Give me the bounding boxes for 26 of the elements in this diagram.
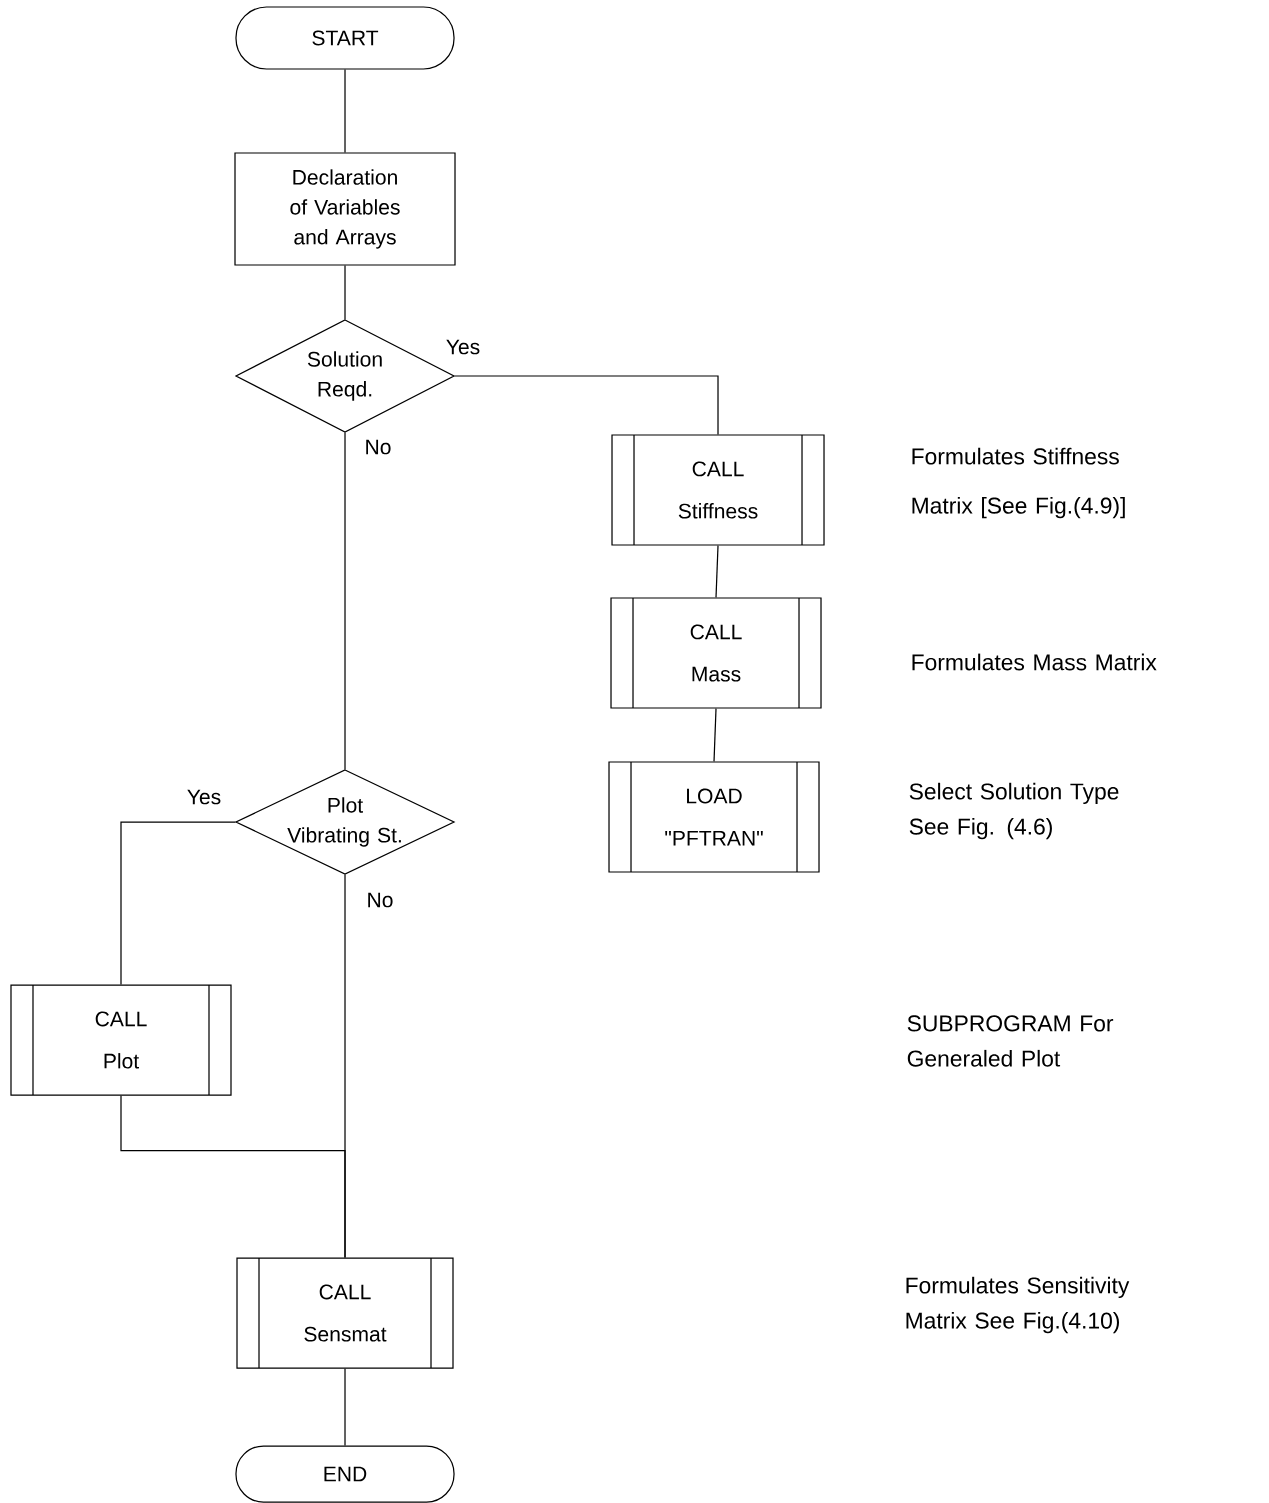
subroutine-box: CALL Plot xyxy=(10,984,232,1096)
subroutine-box: CALL Mass xyxy=(610,597,822,709)
connector-line xyxy=(344,432,346,770)
connector-line xyxy=(344,69,346,153)
process-box: Declaration of Variables and Arrays xyxy=(234,152,456,266)
annotation-text: Formulates Mass Matrix xyxy=(912,653,1157,671)
annotation-text: Formulates Stiffness Matrix [See Fig.(4.9)] xyxy=(912,447,1125,519)
connector-line xyxy=(713,708,717,762)
subroutine-box: CALL Sensmat xyxy=(236,1257,454,1369)
subroutine-box: LOAD "PFTRAN" xyxy=(608,761,820,873)
connector-line xyxy=(454,375,719,435)
note-text: Formulates Sensitivity Matrix See Fig.(4.10) xyxy=(906,1276,1130,1334)
subroutine-box: CALL Stiffness xyxy=(611,434,825,546)
annotation-text: Select Solution Type See Fig. (4.6) xyxy=(909,782,1119,840)
connector-line xyxy=(344,265,346,320)
connector-line xyxy=(715,545,719,598)
terminal-box: START xyxy=(235,6,455,70)
connector-line xyxy=(120,821,236,985)
edge-label: Yes xyxy=(446,339,480,355)
terminal-box: END xyxy=(235,1445,455,1503)
note-text: SUBPROGRAM For Generaled Plot xyxy=(907,1015,1114,1067)
edge-label: No xyxy=(368,892,393,908)
edge-label: No xyxy=(366,439,391,455)
edge-label: Yes xyxy=(187,789,221,805)
connector-line xyxy=(344,1368,346,1446)
connector-line xyxy=(120,1095,346,1258)
